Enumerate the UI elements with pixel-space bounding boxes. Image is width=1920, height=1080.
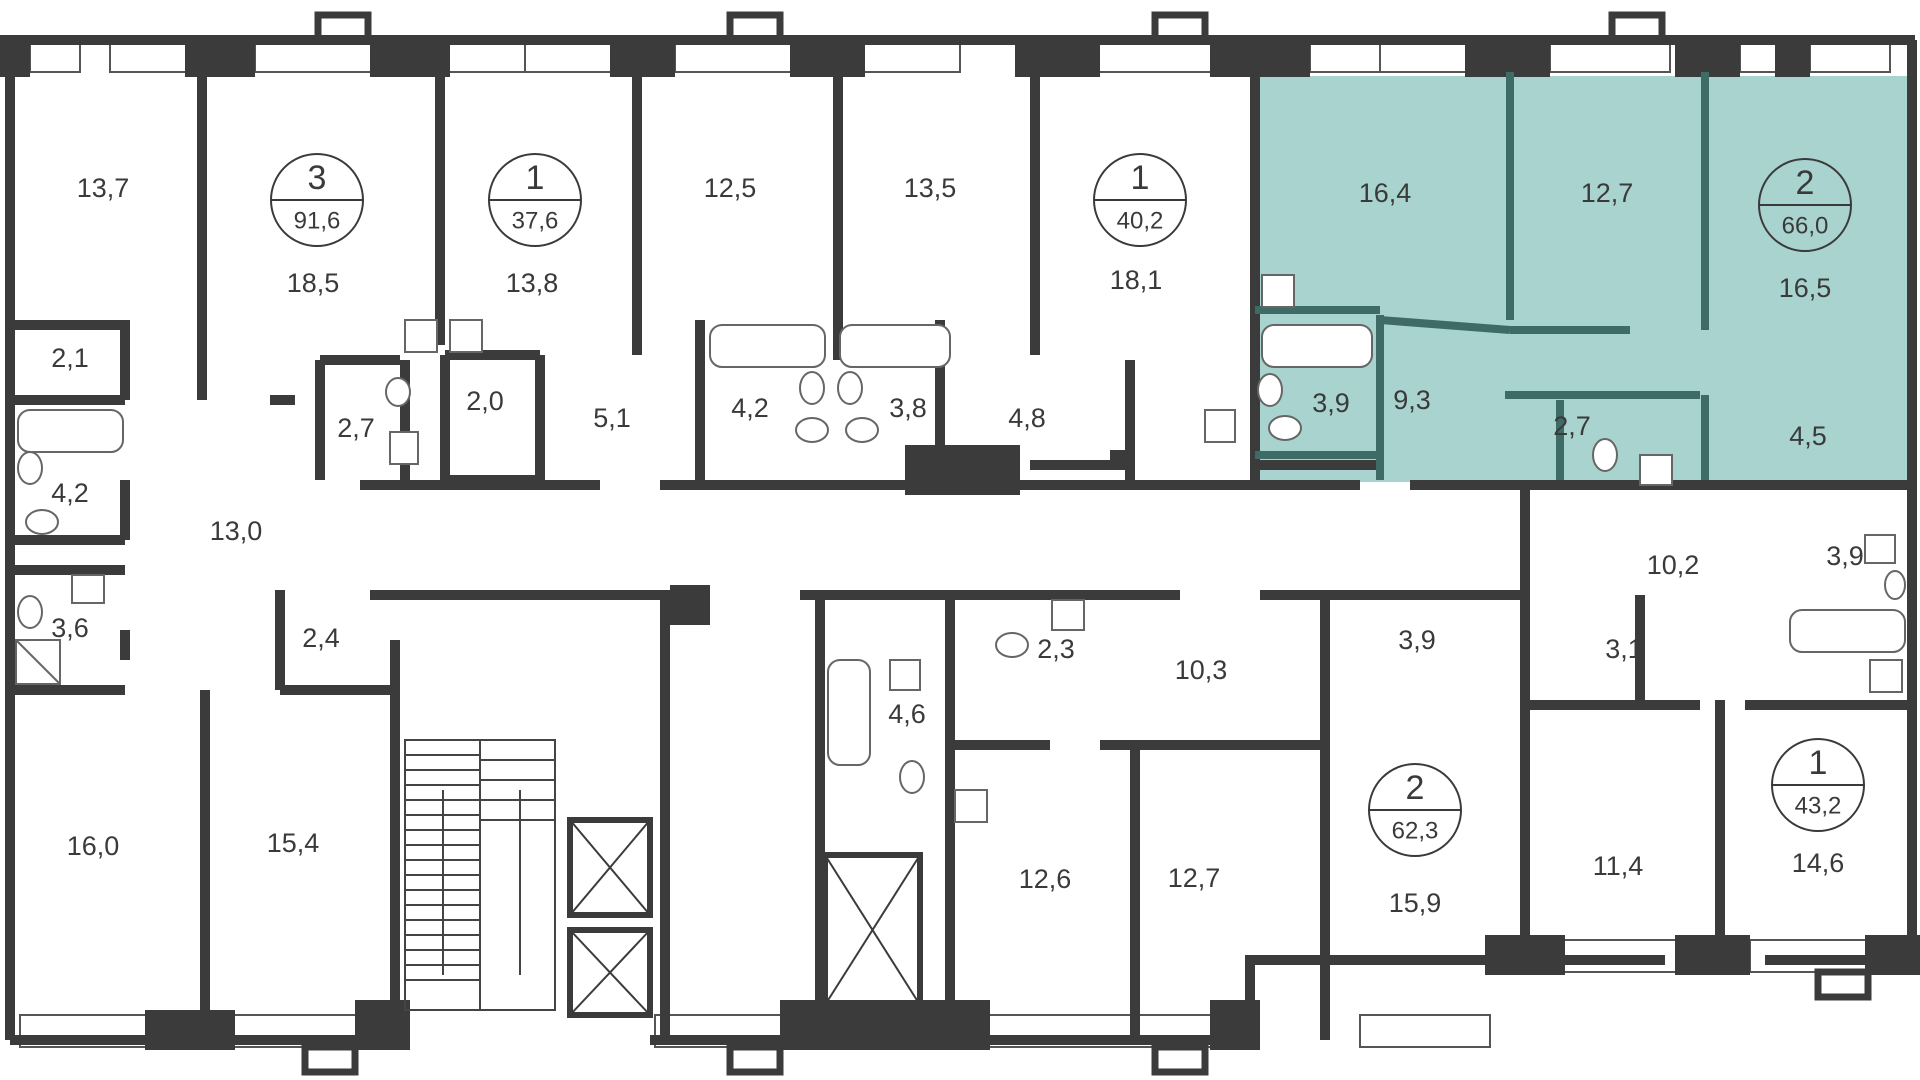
badge-room-count: 2 — [1406, 769, 1425, 807]
room-area-label: 3,1 — [1605, 634, 1643, 664]
room-area-label: 16,0 — [67, 831, 120, 861]
room-area-label: 13,8 — [506, 268, 559, 298]
room-area-label: 10,3 — [1175, 655, 1228, 685]
room-area-label: 12,6 — [1019, 864, 1072, 894]
room-area-label: 5,1 — [593, 403, 631, 433]
badge-total-area: 66,0 — [1782, 212, 1829, 239]
room-area-label: 4,5 — [1789, 421, 1827, 451]
badge-total-area: 37,6 — [512, 207, 559, 234]
room-area-label: 2,3 — [1037, 634, 1075, 664]
room-area-label: 3,8 — [889, 393, 927, 423]
room-area-label: 4,8 — [1008, 403, 1046, 433]
room-area-label: 4,2 — [731, 393, 769, 423]
room-area-label: 3,9 — [1398, 625, 1436, 655]
room-area-label: 2,4 — [302, 623, 340, 653]
room-area-label: 13,7 — [77, 173, 130, 203]
room-area-label: 18,5 — [287, 268, 340, 298]
shower-icon — [15, 639, 61, 685]
badge-room-count: 3 — [308, 159, 327, 197]
apartment-badge[interactable]: 266,0 — [1758, 158, 1852, 252]
room-area-label: 13,5 — [904, 173, 957, 203]
room-area-label: 15,4 — [267, 828, 320, 858]
room-area-label: 3,6 — [51, 613, 89, 643]
room-area-label: 3,9 — [1826, 541, 1864, 571]
apartment-badge[interactable]: 391,6 — [270, 153, 364, 247]
badge-room-count: 2 — [1796, 164, 1815, 202]
badge-room-count: 1 — [526, 159, 545, 197]
badge-total-area: 62,3 — [1392, 817, 1439, 844]
highlighted-apartment[interactable] — [1255, 76, 1910, 482]
room-area-label: 16,5 — [1779, 273, 1832, 303]
room-area-label: 9,3 — [1393, 385, 1431, 415]
badge-total-area: 43,2 — [1795, 792, 1842, 819]
room-area-label: 2,7 — [337, 413, 375, 443]
bathtub-icon — [17, 324, 1906, 766]
room-area-label: 10,2 — [1647, 550, 1700, 580]
room-area-label: 12,5 — [704, 173, 757, 203]
apartment-badge[interactable]: 262,3 — [1368, 763, 1462, 857]
room-area-label: 2,1 — [51, 343, 89, 373]
room-area-label: 13,0 — [210, 516, 263, 546]
room-area-label: 12,7 — [1581, 178, 1634, 208]
sink-icon — [71, 274, 1903, 823]
badge-total-area: 91,6 — [294, 207, 341, 234]
room-area-label: 11,4 — [1593, 851, 1644, 881]
badge-room-count: 1 — [1131, 159, 1150, 197]
room-area-label: 16,4 — [1359, 178, 1412, 208]
room-area-label: 18,1 — [1110, 265, 1163, 295]
walls — [0, 35, 1920, 1050]
elevator-icon — [567, 817, 923, 1018]
room-area-label: 2,0 — [466, 386, 504, 416]
badge-total-area: 40,2 — [1117, 207, 1164, 234]
room-area-label: 4,2 — [51, 478, 89, 508]
apartment-badge[interactable]: 140,2 — [1093, 153, 1187, 247]
room-area-label: 15,9 — [1389, 888, 1442, 918]
room-area-label: 3,9 — [1312, 388, 1350, 418]
room-area-label: 4,6 — [888, 699, 926, 729]
toilet-icon — [17, 371, 1906, 794]
apartment-badge[interactable]: 137,6 — [488, 153, 582, 247]
room-area-label: 2,7 — [1553, 411, 1591, 441]
room-area-label: 14,6 — [1792, 848, 1845, 878]
apartment-badge[interactable]: 143,2 — [1771, 738, 1865, 832]
badge-room-count: 1 — [1809, 744, 1828, 782]
room-area-label: 12,7 — [1168, 863, 1221, 893]
windows-top — [29, 39, 1891, 73]
stairs-icon — [404, 739, 556, 1011]
